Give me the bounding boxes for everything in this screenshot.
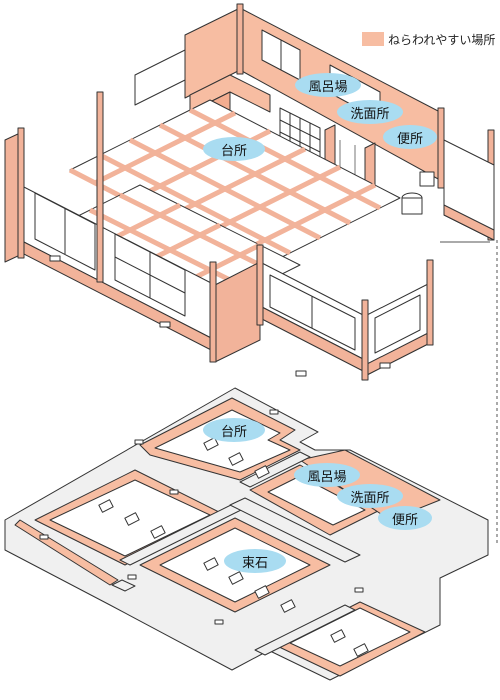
lower-label-toilet: 便所	[391, 512, 418, 528]
upper-label-bath: 風呂場	[308, 79, 348, 95]
foundation-plan-illustration	[4, 387, 489, 681]
legend: ねらわれやすい場所	[362, 30, 495, 48]
upper-label-washroom: 洗面所	[350, 106, 390, 122]
lower-label-kitchen: 台所	[220, 424, 247, 440]
footing-stones	[98, 437, 369, 657]
lower-label-footing-stone: 束石	[241, 555, 268, 571]
label-bubbles	[203, 73, 437, 573]
upper-label-toilet: 便所	[396, 131, 423, 147]
toilet-fixture	[401, 171, 435, 215]
legend-swatch	[362, 32, 384, 46]
lower-label-bath: 風呂場	[307, 469, 347, 485]
lower-label-washroom: 洗面所	[350, 490, 390, 506]
house-frame-illustration	[4, 3, 495, 381]
legend-label: ねらわれやすい場所	[388, 32, 496, 47]
upper-label-kitchen: 台所	[220, 143, 247, 159]
